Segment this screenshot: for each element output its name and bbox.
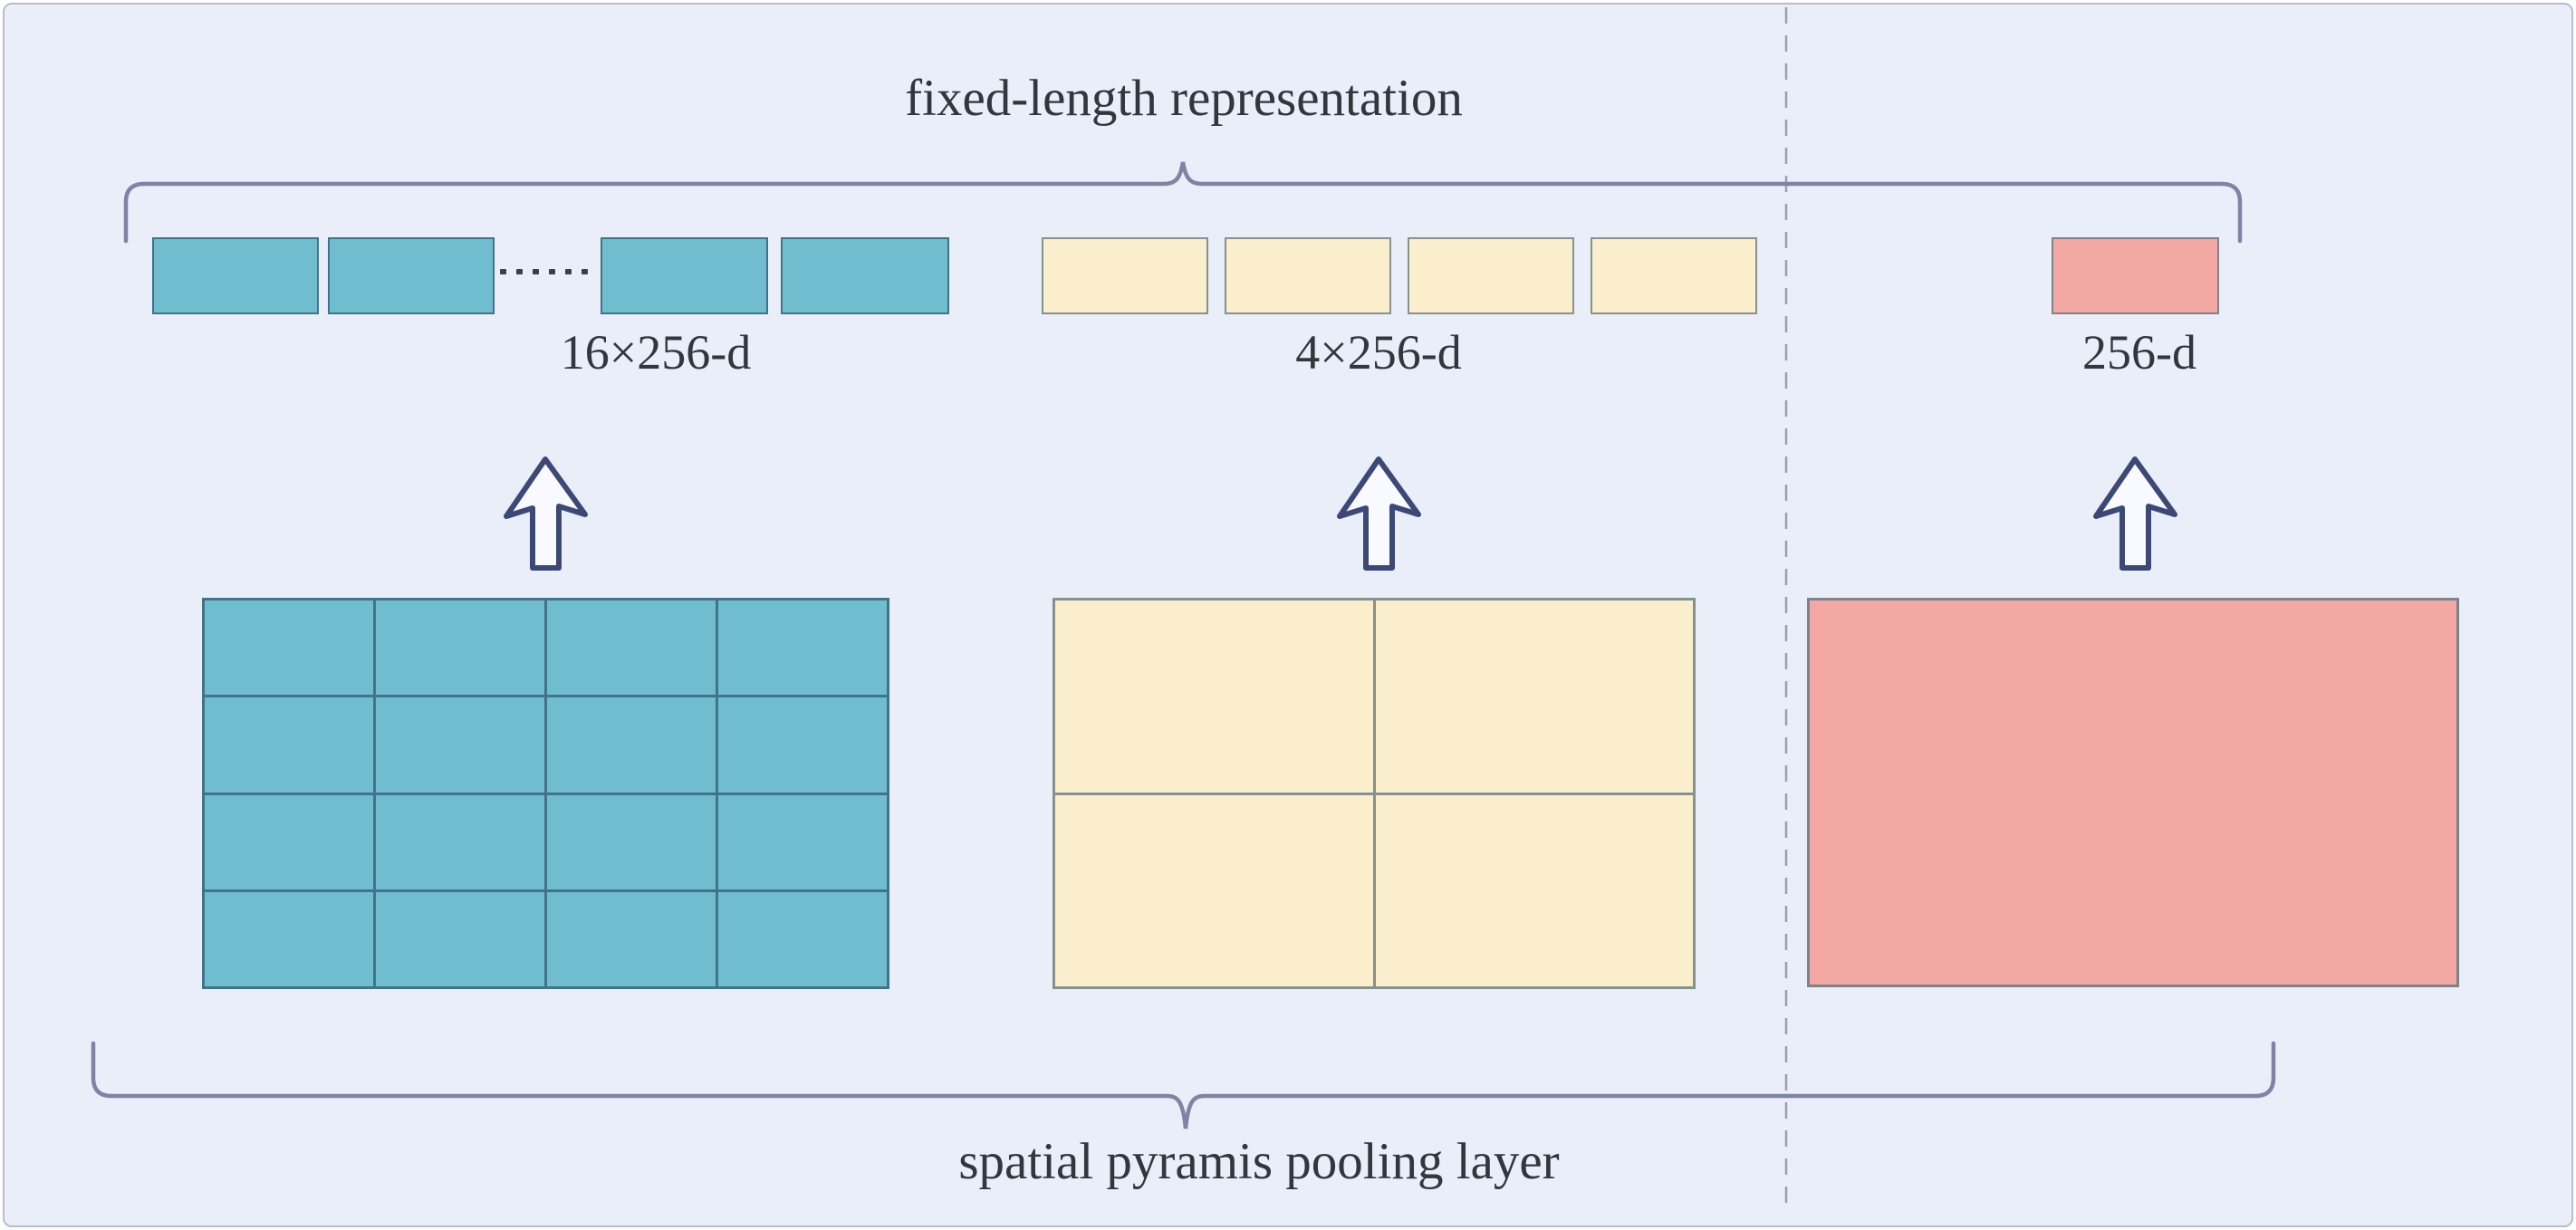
grid-cell [718,891,887,986]
feature-vector-box [152,237,319,314]
grid-cell [205,891,373,986]
grid-cell [1055,794,1373,986]
grid-cell [1375,794,1693,986]
level4-dim-label: 4×256-d [1295,325,1462,380]
grid-cell [547,697,716,793]
feature-vector-box [1225,237,1391,314]
feature-vector-box [1042,237,1208,314]
feature-vector-box [1591,237,1757,314]
grid-cell [205,794,373,889]
level1-dim-label: 256-d [2082,325,2196,380]
top-brace [123,161,2243,244]
feature-vector-box [781,237,949,314]
arrow-up-icon [1337,456,1421,571]
feature-vector-box [2052,237,2219,314]
grid-cell [376,891,544,986]
grid-cell [718,794,887,889]
grid-cell [1055,601,1373,793]
grid-cell [376,601,544,696]
arrow-up-icon [2093,456,2177,571]
spp-layer-label: spatial pyramis pooling layer [958,1133,1560,1190]
grid-cell [547,891,716,986]
grid-cell [376,697,544,793]
grid-cell [547,794,716,889]
feature-vector-box [328,237,495,314]
fixed-length-representation-label: fixed-length representation [905,70,1463,127]
ellipsis-dots [500,269,588,274]
grid-cell [205,601,373,696]
arrow-up-icon [504,456,588,571]
feature-vector-box [1408,237,1574,314]
feature-vector-box [601,237,768,314]
bottom-brace [91,1041,2276,1129]
level16-dim-label: 16×256-d [560,325,752,380]
grid-cell [718,601,887,696]
grid-cell [1375,601,1693,793]
pool-region-1x1 [1807,598,2459,987]
pool-grid-4x4 [202,598,889,989]
pool-grid-2x2 [1053,598,1696,989]
grid-cell [718,697,887,793]
grid-cell [205,697,373,793]
grid-cell [547,601,716,696]
grid-cell [376,794,544,889]
